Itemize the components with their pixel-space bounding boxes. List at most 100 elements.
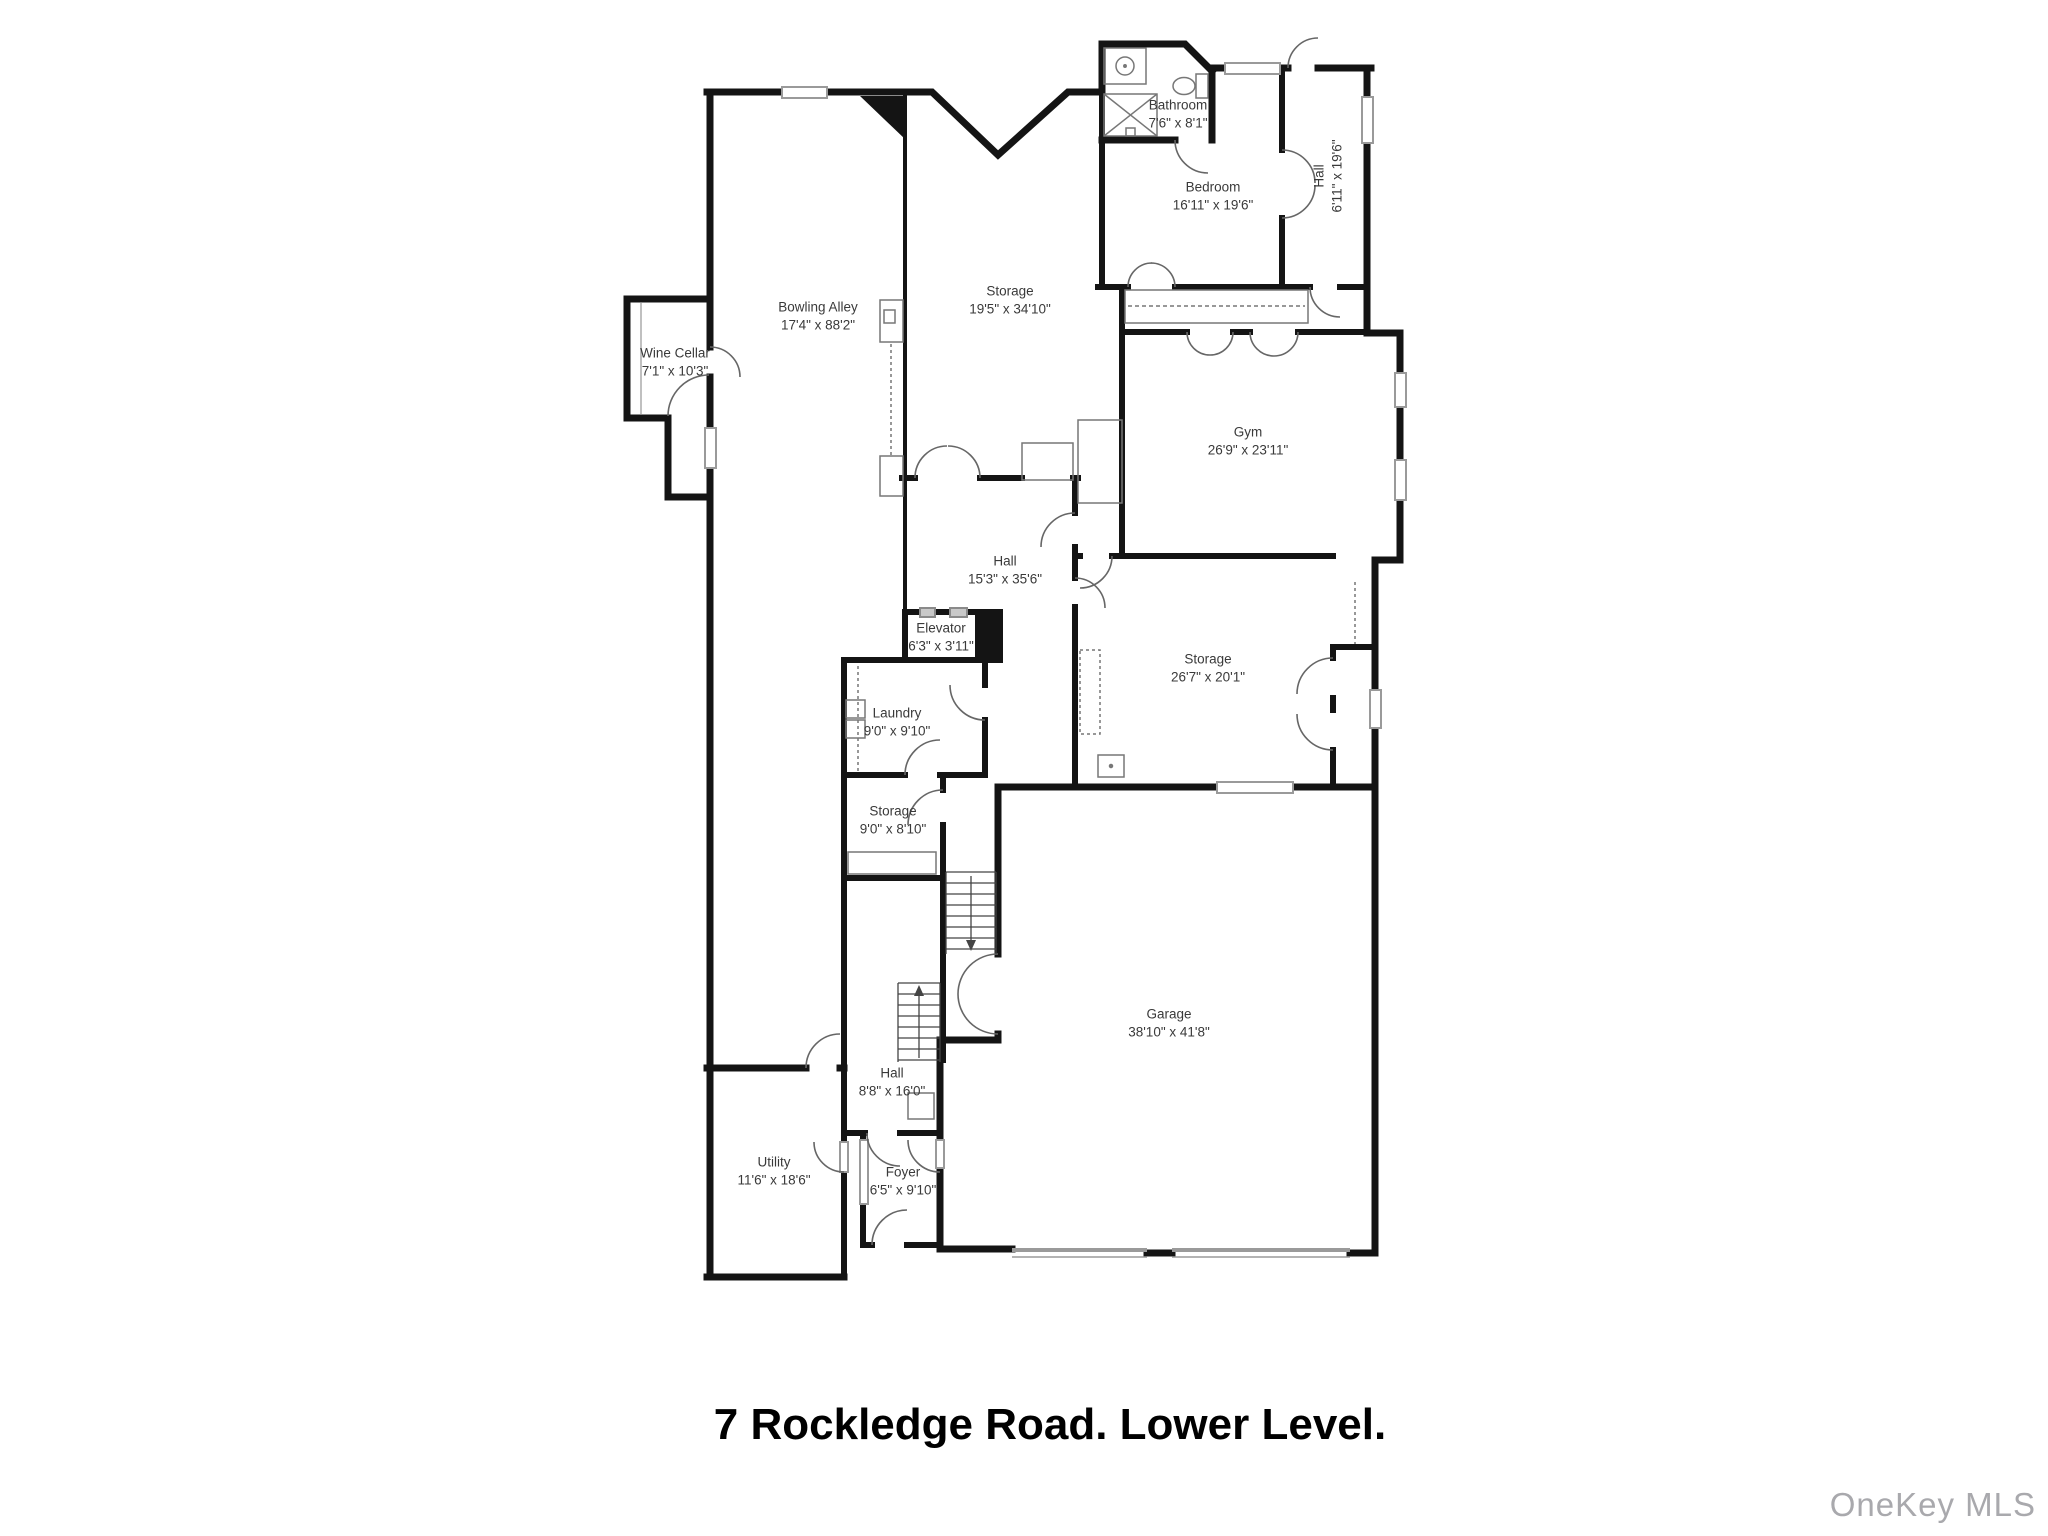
door-arcs: [667, 37, 1341, 1246]
vanity-icon: [1103, 47, 1147, 85]
window-icon: [1369, 689, 1382, 729]
room-label-storage-top: Storage 19'5" x 34'10": [969, 283, 1051, 316]
bedroom-closet: [1124, 289, 1309, 324]
ball-return-icon: [879, 455, 904, 497]
ball-return-icon: [879, 299, 904, 343]
door-arc-icon: [1074, 577, 1106, 609]
vestibule-walls: [1330, 644, 1378, 790]
door-arc-icon: [907, 1139, 941, 1173]
laundry-walls: [841, 657, 988, 778]
closet-icon: [1021, 442, 1074, 481]
arrow-up-icon: [914, 985, 924, 996]
door-arc-icon: [1079, 555, 1113, 589]
counter-icon: [847, 851, 937, 875]
window-icon: [1361, 96, 1374, 144]
double-door-arc-icon: [957, 953, 999, 1035]
double-door-arc-icon: [914, 445, 981, 479]
double-door-arc-icon: [1127, 262, 1176, 288]
room-label-storage-small: Storage 9'0" x 8'10": [859, 803, 927, 836]
wine-cellar-walls: [623, 295, 711, 501]
door-arc-icon: [904, 739, 941, 776]
elevator-door-icon: [949, 607, 968, 618]
door-arc-icon: [907, 789, 944, 826]
storage-fixtures: [1079, 582, 1356, 778]
corner-triangle: [860, 96, 906, 140]
room-label-bowling-alley: Bowling Alley 17'4" x 88'2": [778, 299, 858, 332]
door-arc-icon: [871, 1209, 908, 1246]
staircase-up-icon: [897, 982, 941, 1062]
room-label-laundry: Laundry 9'0" x 9'10": [863, 705, 931, 738]
door-arc-icon: [866, 1132, 901, 1167]
shower-x-icon: [1103, 93, 1158, 137]
double-door-arc-icon: [1249, 331, 1299, 357]
double-door-arc-icon: [1186, 331, 1234, 356]
room-label-hall-lower: Hall 8'8" x 16'0": [858, 1065, 926, 1098]
plan-title: 7 Rockledge Road. Lower Level.: [713, 1400, 1387, 1449]
door-arc-icon: [667, 374, 710, 417]
room-label-hall-center: Hall 15'3" x 35'6": [967, 553, 1043, 586]
room-label-wine-cellar: Wine Cellar 7'1" x 10'3": [640, 345, 710, 378]
appliance-icon: [845, 699, 866, 719]
appliance-icon: [845, 719, 866, 739]
interior-walls: [841, 65, 1378, 1280]
glass-door-icon: [839, 1141, 849, 1173]
door-arc-icon: [1309, 286, 1341, 318]
room-label-storage-right: Storage 26'7" x 20'1": [1170, 651, 1246, 684]
windows: [704, 62, 1407, 1205]
window-icon: [1216, 781, 1294, 794]
room-label-hall-upper: Hall 6'11" x 19'6": [1311, 139, 1344, 213]
door-arc-icon: [949, 684, 986, 721]
right-wall: [1363, 64, 1404, 791]
room-label-garage: Garage 38'10" x 41'8": [1128, 1006, 1210, 1039]
window-icon: [1394, 459, 1407, 501]
closet-icon: [1077, 419, 1123, 504]
sink-icon: [1115, 56, 1135, 76]
window-icon: [704, 427, 717, 469]
room-label-bedroom: Bedroom 16'11" x 19'6": [1172, 179, 1254, 212]
door-arc-icon: [709, 346, 741, 378]
shower-drain-icon: [1125, 127, 1136, 137]
door-arc-icon: [1040, 512, 1076, 548]
utility-sink-icon: [1097, 754, 1125, 778]
room-label-gym: Gym 26'9" x 23'11": [1207, 424, 1289, 457]
staircase-down-icon: [945, 871, 997, 954]
fixtures: [640, 47, 1356, 1120]
window-icon: [781, 86, 828, 99]
top-wall: [703, 88, 1106, 160]
stairs: [897, 871, 997, 1062]
watermark: OneKey MLS: [1829, 1486, 2036, 1523]
closet-icon: [1124, 289, 1309, 324]
bowling-equipment: [879, 299, 904, 497]
window-icon: [1224, 62, 1281, 75]
bathroom-fixtures: [1103, 47, 1209, 137]
door-arc-icon: [813, 1141, 845, 1173]
door-arc-icon: [805, 1033, 841, 1069]
room-label-utility: Utility 11'6" x 18'6": [737, 1154, 811, 1187]
room-label-bathroom: Bathroom 7'6" x 8'1": [1148, 97, 1208, 130]
window-icon: [1394, 372, 1407, 408]
door-arc-icon: [1287, 37, 1319, 69]
garage-door-lines: [1012, 1248, 1350, 1258]
bathroom-walls: [1098, 40, 1217, 144]
glass-door-icon: [859, 1139, 869, 1205]
foyer-walls: [841, 1130, 943, 1248]
shelving-icon: [1079, 649, 1101, 735]
laundry-fixtures: [845, 666, 866, 772]
room-label-elevator: Elevator 6'3" x 3'11": [908, 620, 974, 653]
elevator-shaft: [975, 610, 1000, 660]
ball-return-icon: [883, 309, 896, 324]
door-arc-icon: [1174, 139, 1209, 174]
double-door-arc-icon: [1296, 657, 1334, 751]
toilet-icon: [1172, 76, 1196, 96]
storage9-stair-walls: [841, 772, 946, 1063]
door-arc-icon: [1281, 149, 1316, 219]
elevator-door-icon: [919, 607, 936, 618]
glass-door-icon: [935, 1139, 945, 1169]
arrow-down-icon: [966, 940, 976, 951]
laundry-col-left-wall: [841, 657, 1003, 1280]
toilet-tank-icon: [1195, 73, 1209, 99]
sink-drain-icon: [1123, 64, 1127, 68]
panel-icon: [907, 1092, 935, 1120]
